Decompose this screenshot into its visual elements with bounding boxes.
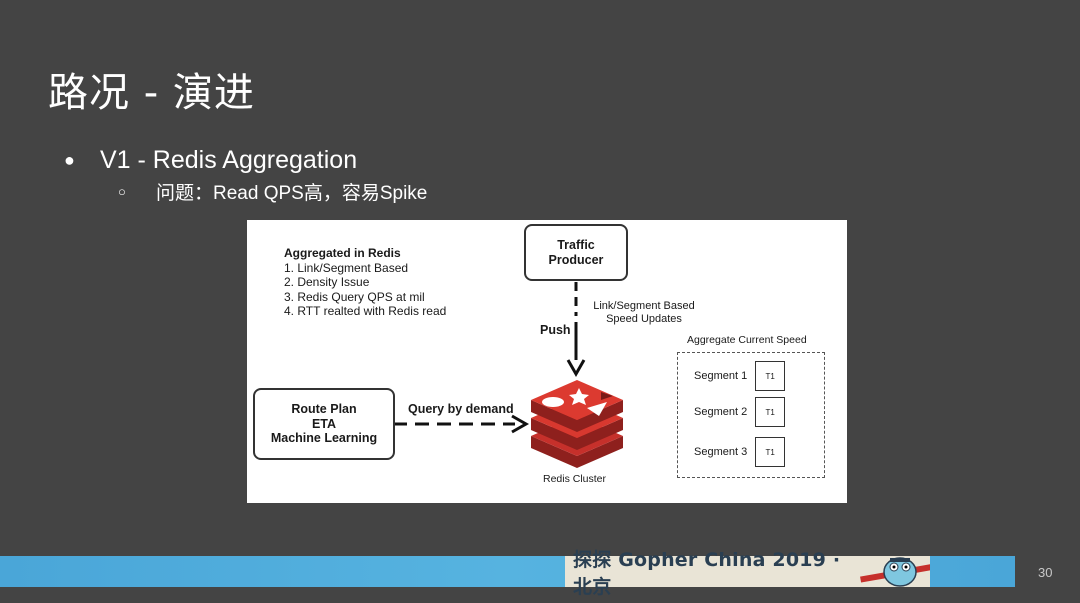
aggregate-speed-box: Segment 1 T1 Segment 2 T1 Segment 3 T1	[677, 352, 825, 478]
conference-banner: 探探 Gopher China 2019 · 北京	[565, 549, 930, 598]
traffic-producer-line: Traffic	[557, 238, 595, 252]
notes-heading: Aggregated in Redis	[284, 246, 401, 260]
bullet-level-2: ○ 问题：Read QPS高，容易Spike	[118, 178, 427, 205]
segment-tag: T1	[755, 437, 786, 467]
aggregate-speed-title: Aggregate Current Speed	[687, 334, 807, 346]
slide-title: 路况 - 演进	[48, 70, 255, 116]
route-plan-box: Route Plan ETA Machine Learning	[253, 388, 395, 460]
bullet-dot-icon: ●	[64, 150, 75, 170]
bullet-l1-text: V1 - Redis Aggregation	[100, 146, 358, 174]
segment-row: Segment 3 T1	[694, 437, 786, 467]
push-label: Push	[540, 323, 571, 337]
link-label-line: Link/Segment Based	[593, 300, 695, 312]
notes-block: Aggregated in Redis 1. Link/Segment Base…	[284, 246, 446, 319]
note-item: 1. Link/Segment Based	[284, 260, 409, 275]
connector-arrows	[393, 282, 586, 434]
segment-tag: T1	[755, 361, 786, 391]
segment-label: Segment 3	[694, 446, 748, 458]
bullet-level-1: ● V1 - Redis Aggregation	[64, 146, 357, 175]
route-box-line: ETA	[311, 416, 337, 431]
note-item: 2. Density Issue	[284, 275, 370, 289]
route-box-line: Route Plan	[291, 402, 357, 417]
link-segment-label: Link/Segment Based Speed Updates	[585, 300, 703, 326]
query-arrow-head	[511, 414, 530, 434]
push-arrow-head	[566, 359, 586, 378]
architecture-diagram: Aggregated in Redis 1. Link/Segment Base…	[247, 220, 847, 503]
page-number: 30	[1038, 565, 1053, 580]
link-label-line: Speed Updates	[606, 313, 682, 325]
segment-row: Segment 1 T1	[694, 361, 786, 391]
traffic-producer-line: Producer	[548, 252, 604, 267]
bullet-circle-icon: ○	[118, 184, 126, 199]
bullet-l2-text: 问题：Read QPS高，容易Spike	[156, 183, 428, 204]
gopher-mascot-icon	[860, 557, 930, 587]
traffic-producer-box: Traffic Producer	[524, 224, 628, 281]
query-by-demand-label: Query by demand	[408, 402, 514, 416]
route-box-line: Machine Learning	[270, 431, 378, 446]
note-item: 3. Redis Query QPS at mil	[284, 289, 425, 304]
note-item: 4. RTT realted with Redis read	[284, 304, 447, 318]
segment-tag: T1	[755, 397, 786, 427]
redis-logo-icon	[531, 380, 623, 468]
banner-text: 探探 Gopher China 2019 · 北京	[573, 548, 841, 598]
segment-label: Segment 1	[694, 370, 748, 382]
redis-cluster-label: Redis Cluster	[543, 473, 607, 485]
segment-label: Segment 2	[694, 406, 748, 418]
segment-row: Segment 2 T1	[694, 397, 786, 427]
